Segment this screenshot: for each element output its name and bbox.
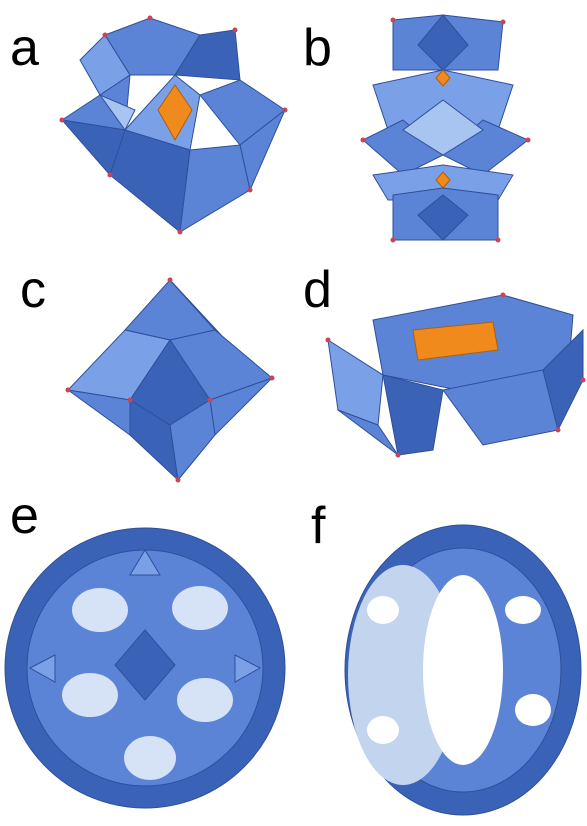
- polyhedral-wheel-e: [4, 527, 286, 809]
- panel-label-d: d: [303, 261, 332, 319]
- panel-a: a: [0, 0, 293, 250]
- polyhedral-structure-b: [360, 14, 531, 243]
- panel-label-a: a: [10, 19, 39, 77]
- panel-label-f: f: [311, 497, 326, 555]
- polyhedral-structure-c: [65, 277, 275, 483]
- panel-c: c: [0, 250, 293, 490]
- panel-d: d: [293, 250, 587, 490]
- panel-label-e: e: [10, 487, 39, 545]
- polyhedral-wheel-f: [344, 524, 582, 816]
- polyhedral-structure-a: [59, 15, 288, 235]
- panel-label-c: c: [20, 261, 46, 319]
- panel-b: b: [293, 0, 587, 250]
- panel-label-b: b: [303, 19, 332, 77]
- panel-f: f: [293, 490, 587, 826]
- panel-e: e: [0, 490, 293, 826]
- polyhedral-structure-d: [325, 292, 586, 458]
